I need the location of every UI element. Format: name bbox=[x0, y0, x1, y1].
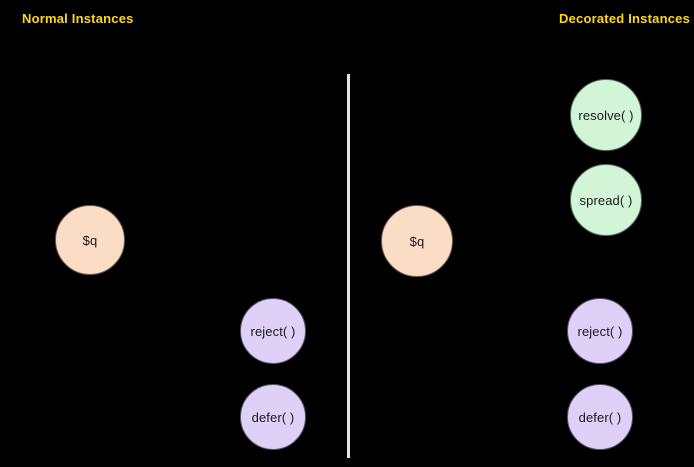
node-label: defer( ) bbox=[251, 409, 295, 425]
node-label: reject( ) bbox=[250, 323, 296, 339]
node-decorated-resolve[interactable]: resolve( ) bbox=[570, 79, 642, 151]
panel-title-decorated-instances: Decorated Instances bbox=[559, 11, 690, 26]
node-decorated-reject[interactable]: reject( ) bbox=[567, 298, 633, 364]
node-decorated-spread[interactable]: spread( ) bbox=[570, 164, 642, 236]
node-decorated-defer[interactable]: defer( ) bbox=[567, 384, 633, 450]
node-label: spread( ) bbox=[579, 192, 633, 208]
node-label: defer( ) bbox=[578, 409, 622, 425]
node-normal-defer[interactable]: defer( ) bbox=[240, 384, 306, 450]
node-decorated-$q[interactable]: $q bbox=[381, 205, 453, 277]
node-label: reject( ) bbox=[577, 323, 623, 339]
node-label: $q bbox=[409, 233, 425, 249]
node-label: resolve( ) bbox=[578, 107, 634, 123]
node-label: $q bbox=[82, 232, 98, 248]
node-normal-$q[interactable]: $q bbox=[55, 205, 125, 275]
panel-title-normal-instances: Normal Instances bbox=[22, 11, 134, 26]
node-normal-reject[interactable]: reject( ) bbox=[240, 298, 306, 364]
panel-divider-line bbox=[347, 74, 350, 458]
